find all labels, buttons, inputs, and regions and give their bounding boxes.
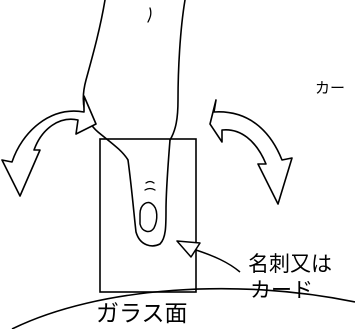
right-rotation-arrow — [209, 99, 293, 205]
card-label-line2: カード — [250, 278, 313, 302]
fingernail — [139, 201, 158, 233]
leader-line — [195, 249, 241, 273]
knuckle-wrinkles — [144, 180, 156, 191]
glass-surface-arc — [11, 287, 355, 329]
finger-outline — [127, 139, 171, 247]
hand-outline — [82, 0, 186, 161]
glass-surface-label: ガラス面 — [96, 301, 188, 327]
leader-arrowhead — [176, 240, 201, 258]
partial-card-label: カー — [315, 79, 346, 97]
left-rotation-arrow — [1, 95, 97, 197]
card-label-line1: 名刺又は — [248, 252, 332, 276]
hand-crease — [147, 7, 152, 23]
